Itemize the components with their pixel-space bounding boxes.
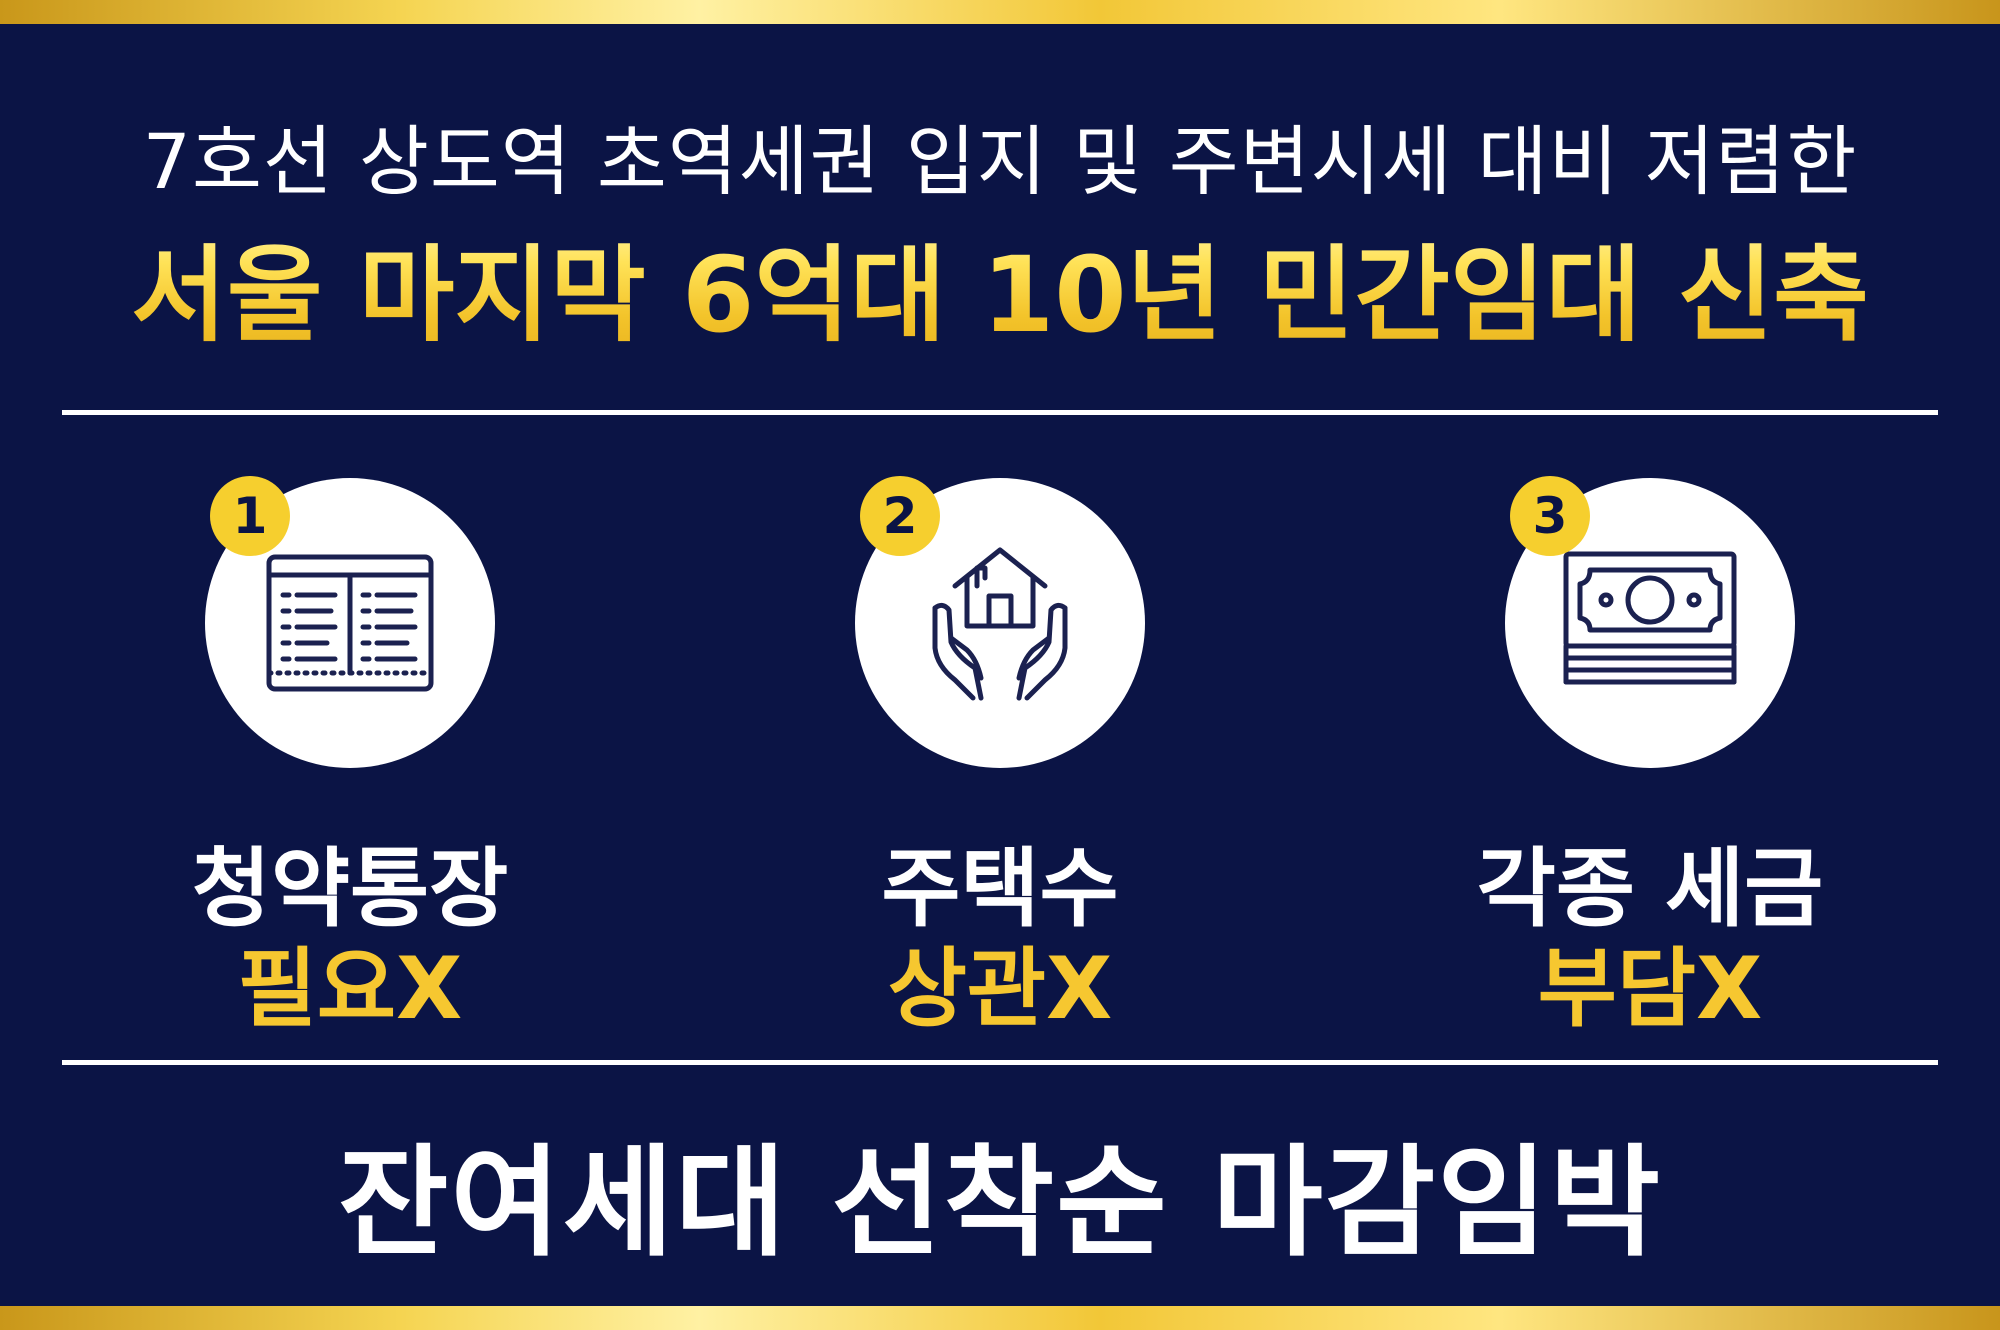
money-stack-icon xyxy=(1563,551,1737,685)
divider-bottom xyxy=(62,1060,1938,1065)
feature-number-badge: 3 xyxy=(1510,476,1590,556)
bottom-gold-border xyxy=(0,1306,2000,1330)
feature-number-badge: 2 xyxy=(860,476,940,556)
feature-subtitle: 필요X xyxy=(237,939,463,1039)
feature-subtitle: 부담X xyxy=(1537,939,1763,1039)
bankbook-icon xyxy=(266,554,434,692)
house-in-hands-icon xyxy=(932,547,1068,701)
feature-title: 각종 세금 xyxy=(1476,839,1824,939)
subtitle: 7호선 상도역 초역세권 입지 및 주변시세 대비 저렴한 xyxy=(142,117,1858,206)
feature-taxes: 3 각종 세금 부담X xyxy=(1400,476,1900,1039)
headline: 서울 마지막 6억대 10년 민간임대 신축 xyxy=(0,210,2000,361)
feature-subtitle: 상관X xyxy=(887,939,1113,1039)
feature-number-badge: 1 xyxy=(210,476,290,556)
feature-title: 청약통장 xyxy=(191,839,509,939)
feature-icon-circle xyxy=(205,478,495,768)
feature-title: 주택수 xyxy=(881,839,1119,939)
divider-top xyxy=(62,410,1938,415)
feature-bankbook: 1 청약통장 필요X xyxy=(100,476,600,1039)
feature-house-count: 2 주택수 상관X xyxy=(750,476,1250,1039)
footer-cta: 잔여세대 선착순 마감임박 xyxy=(338,1134,1662,1273)
top-gold-border xyxy=(0,0,2000,24)
